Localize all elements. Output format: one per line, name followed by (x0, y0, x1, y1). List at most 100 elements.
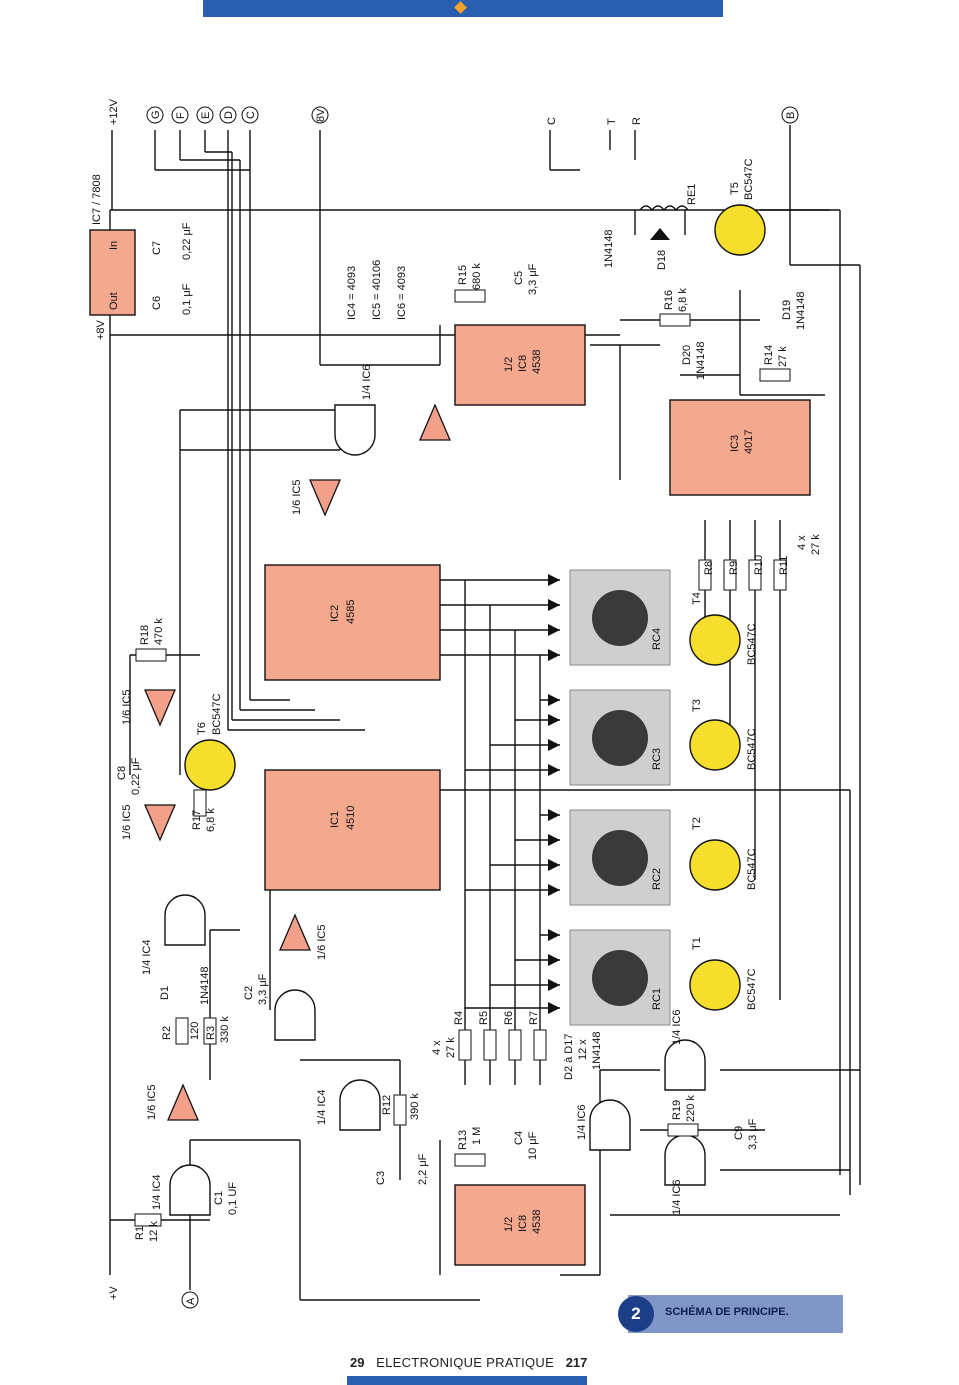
d1-label: D1 (159, 986, 171, 1000)
dgroup-value: 1N4148 (591, 1031, 603, 1070)
conn-12v: +12V (108, 98, 120, 125)
r16-label: R16 (663, 290, 675, 310)
d1-value: 1N4148 (199, 966, 211, 1005)
conn-e: E (200, 112, 212, 119)
gate-nand-ic6-a: 1/4 IC6 (576, 1099, 631, 1151)
rotary-switch-rc2: RC2 (569, 809, 671, 906)
r3-value: 330 k (219, 1016, 231, 1043)
gate-top-label: 1/4 IC6 (361, 365, 373, 400)
buf-e-label: 1/6 IC5 (146, 1085, 158, 1120)
r13-value: 1 M (471, 1127, 483, 1145)
gate-nand-ic6-c: 1/4 IC6 (664, 1134, 706, 1215)
c7-label: C7 (151, 241, 163, 255)
legend-ic5: IC5 = 40106 (371, 260, 383, 320)
r14-label: R14 (763, 345, 775, 365)
d18-value: 1N4148 (603, 229, 615, 268)
ic7-in: In (108, 241, 120, 250)
r8-label: R8 (703, 561, 715, 575)
t6-type: BC547C (211, 693, 223, 735)
r19-value: 220 k (685, 1095, 697, 1122)
c4-label: C4 (513, 1131, 525, 1145)
c5-label: C5 (513, 271, 525, 285)
buf-b-label: 1/6 IC5 (121, 690, 133, 725)
figure-caption-box (628, 1295, 843, 1333)
ic8a-frac: 1/2 (503, 357, 515, 372)
r7-label: R7 (528, 1011, 540, 1025)
plus8v-label: +8V (95, 319, 107, 340)
schmitt-buffer-ic5-c: 1/6 IC5 (121, 804, 176, 842)
r1-value: 12 k (148, 1221, 160, 1242)
r14-value: 27 k (777, 346, 789, 367)
transistor-t1: T1 BC547C (689, 937, 758, 1011)
re1-label: RE1 (686, 184, 698, 205)
d19-value: 1N4148 (795, 291, 807, 330)
conn-b: B (785, 112, 797, 119)
gate-mid-label: 1/4 IC4 (141, 940, 153, 975)
gate-nand-ic4-bottom: 1/4 IC4 (151, 1164, 211, 1216)
conn-d: D (223, 111, 235, 119)
ic1-4510: IC1 4510 (264, 769, 441, 891)
r4-value: 27 k (445, 1037, 457, 1058)
c8-label: C8 (116, 766, 128, 780)
c9-value: 3,3 μF (747, 1118, 759, 1150)
c1-label: C1 (213, 1191, 225, 1205)
r8-value: 27 k (810, 534, 822, 555)
ic3-4017: IC3 4017 (669, 399, 811, 496)
c1-value: 0,1 UF (227, 1182, 239, 1215)
rc3-label: RC3 (651, 748, 663, 770)
ic1-type: 4510 (345, 806, 357, 830)
r6-label: R6 (503, 1011, 515, 1025)
buf-c-label: 1/6 IC5 (121, 805, 133, 840)
ic8-upper: 1/2 IC8 4538 (454, 324, 586, 406)
transistor-t2: T2 BC547C (689, 817, 758, 891)
r17-label: R17 (191, 810, 203, 830)
publication-name: ELECTRONIQUE PRATIQUE (376, 1355, 555, 1370)
ic2-type: 4585 (345, 600, 357, 624)
schmitt-buffer-ic5-e: 1/6 IC5 (146, 1083, 199, 1121)
conn-c: C (245, 111, 257, 119)
r15-value: 680 k (471, 263, 483, 290)
c9-label: C9 (733, 1126, 745, 1140)
r1-label: R1 (134, 1226, 146, 1240)
ic3-type: 4017 (743, 430, 755, 454)
diode-array (548, 574, 560, 1014)
conn-f: F (175, 112, 187, 119)
c3-value: 2,2 μF (417, 1153, 429, 1185)
t2-type: BC547C (746, 848, 758, 890)
gate-nand-ic6-b: 1/4 IC6 (664, 1010, 706, 1091)
conn-8v: 8V (315, 108, 327, 122)
d19-label: D19 (781, 300, 793, 320)
r18-label: R18 (139, 625, 151, 645)
ic8b-type: 4538 (531, 1210, 543, 1234)
figure-caption: SCHÉMA DE PRINCIPE. (665, 1306, 789, 1318)
transistor-t3: T3 BC547C (689, 699, 758, 771)
r2-value: 120 (189, 1022, 201, 1040)
t6-label: T6 (196, 722, 208, 735)
ic2-4585: IC2 4585 (264, 564, 441, 681)
legend-ic6: IC6 = 4093 (396, 266, 408, 320)
gate-nand-ic4-low (274, 989, 316, 1041)
r12-label: R12 (381, 1095, 393, 1115)
r19-label: R19 (671, 1100, 683, 1120)
conn-g: G (150, 110, 162, 119)
c6-label: C6 (151, 296, 163, 310)
transistor-t5: T5 BC547C (714, 158, 766, 256)
ic8b-name: IC8 (517, 1215, 529, 1232)
ic8a-name: IC8 (517, 355, 529, 372)
transistor-t4: T4 BC547C (689, 592, 758, 666)
page-number-right: 217 (565, 1355, 588, 1370)
resistors (134, 289, 791, 1227)
t4-type: BC547C (746, 623, 758, 665)
transistor-t6: T6 BC547C (184, 693, 236, 791)
d18-label: D18 (656, 250, 668, 270)
gate-nand-ic4-mid: 1/4 IC4 (141, 894, 206, 975)
c3-label: C3 (375, 1171, 387, 1185)
ic8a-type: 4538 (531, 350, 543, 374)
conn-plusv: +V (108, 1286, 120, 1300)
c2-value: 3,3 μF (257, 973, 269, 1005)
page-footer: 29 ELECTRONIQUE PRATIQUE 217 (350, 1355, 590, 1373)
r2-label: R2 (161, 1026, 173, 1040)
t3-label: T3 (691, 699, 703, 712)
gate-nand-ic4-r12: 1/4 IC4 (316, 1079, 381, 1131)
r12-value: 390 k (409, 1093, 421, 1120)
